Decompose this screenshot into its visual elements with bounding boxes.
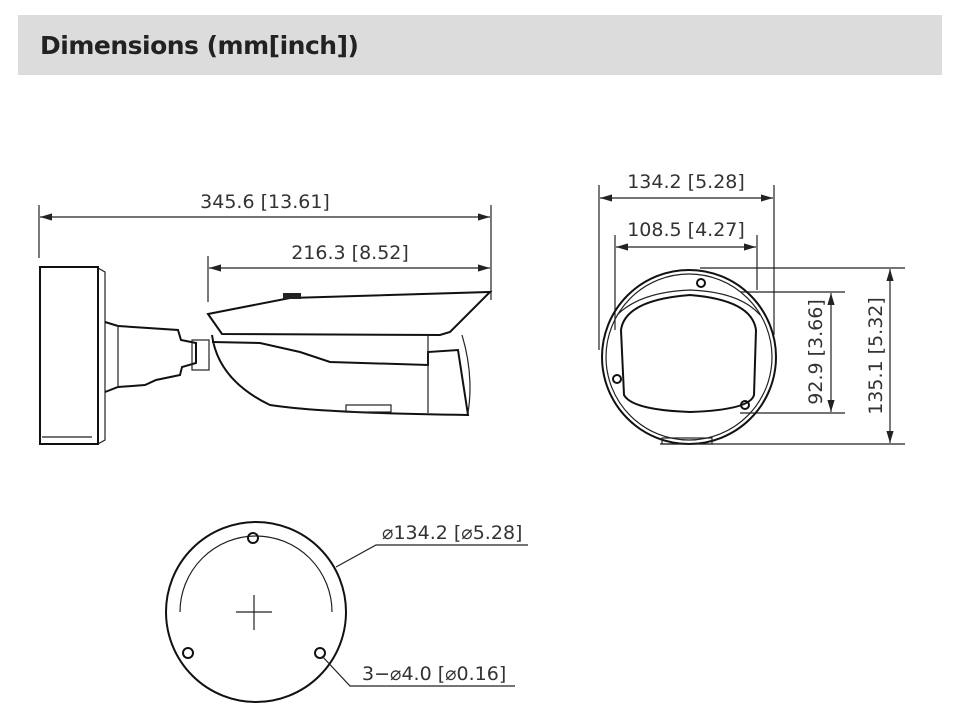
inner-height-label: 92.9 [3.66] — [805, 299, 827, 404]
inner-width-label: 108.5 [4.27] — [627, 219, 745, 241]
base-diameter-label: ⌀134.2 [⌀5.28] — [382, 522, 522, 544]
body-length-label: 216.3 [8.52] — [291, 242, 409, 264]
side-view: 345.6 [13.61] 216.3 [8.52] — [38, 191, 493, 445]
outer-width-label: 134.2 [5.28] — [627, 171, 745, 193]
page-title: Dimensions (mm[inch]) — [40, 31, 359, 60]
section-header: Dimensions (mm[inch]) — [18, 15, 942, 75]
front-view: 134.2 [5.28] 108.5 [4.27] 135.1 [5.32] 9… — [598, 171, 905, 445]
outer-height-label: 135.1 [5.32] — [865, 297, 887, 415]
base-view: ⌀134.2 [⌀5.28] 3−⌀4.0 [⌀0.16] — [165, 521, 528, 703]
mount-arm — [104, 321, 197, 393]
overall-length-label: 345.6 [13.61] — [200, 191, 330, 213]
mount-box — [39, 266, 106, 445]
mounting-holes-label: 3−⌀4.0 [⌀0.16] — [362, 663, 506, 685]
camera-body — [206, 290, 493, 417]
